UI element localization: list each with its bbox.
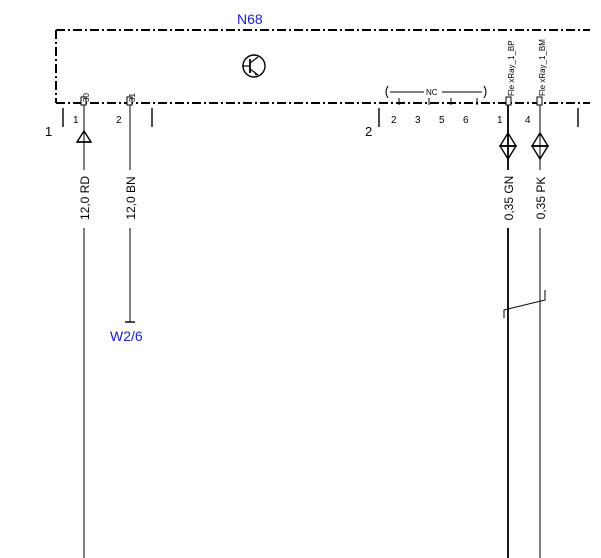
- wire-label-rd: 12,0 RD: [78, 176, 92, 220]
- wire-label-gn: 0,35 GN: [502, 176, 516, 221]
- nc-pin: 5: [439, 115, 445, 126]
- wire-label-pk: 0,35 PK: [534, 177, 548, 220]
- nc-pin: 2: [391, 115, 397, 126]
- component-label: N68: [237, 11, 263, 27]
- pin-bm-number: 4: [525, 115, 531, 126]
- twisted-pair-marker: [503, 290, 546, 318]
- transistor-symbol-icon: [242, 54, 266, 78]
- pin-flexray-bm: Fle xRay_1_BM 4 0,35 PK: [525, 39, 550, 558]
- nc-pin: 3: [415, 115, 421, 126]
- pin-31-number: 2: [116, 115, 122, 126]
- connector-1-label: 1: [45, 124, 52, 139]
- nc-label: NC: [426, 88, 438, 97]
- pin-31-function: 31: [128, 93, 137, 102]
- nc-group: NC 2 3 5 6: [385, 85, 487, 126]
- pin-bp-function: Fle xRay_1_BP: [507, 40, 516, 96]
- pin-30: 30 1 12,0 RD: [73, 93, 93, 558]
- pin-31: 31 2 12,0 BN: [116, 93, 138, 323]
- pin-30-function: 30: [82, 93, 91, 102]
- ground-ref-label: W2/6: [110, 328, 143, 344]
- pin-flexray-bp: Fle xRay_1_BP 1 0,35 GN: [497, 40, 518, 558]
- pin-bm-function: Fle xRay_1_BM: [538, 39, 547, 96]
- component-boundary: [55, 29, 590, 104]
- wire-label-bn: 12,0 BN: [124, 176, 138, 219]
- pin-30-number: 1: [73, 115, 79, 126]
- nc-pin: 6: [463, 115, 469, 126]
- pin-bp-number: 1: [497, 115, 503, 126]
- connector-2-label: 2: [365, 124, 372, 139]
